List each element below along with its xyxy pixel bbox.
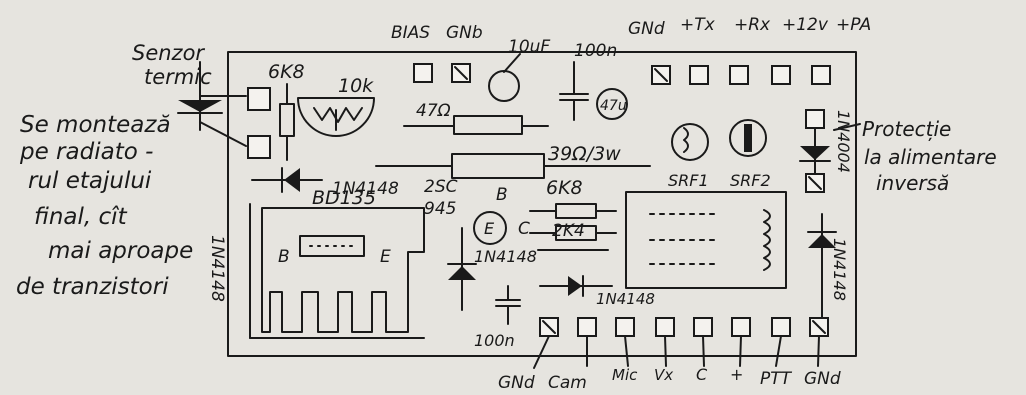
pot-10k-label: 10k [338, 75, 374, 97]
pad-label-gnd-top: GNd [628, 19, 665, 39]
mount-note-line-4: final, cît [34, 204, 128, 230]
pad-vx [655, 317, 675, 337]
cap-100n-top-label: 100n [574, 41, 617, 61]
protection-label: Protecție la alimentare inversă [862, 117, 997, 195]
mount-note-line-6: de tranzistori [16, 274, 169, 300]
relay-block [625, 191, 787, 289]
pad-mic [615, 317, 635, 337]
pad-cam [577, 317, 597, 337]
cap-100n-bottom-label: 100n [474, 331, 515, 350]
r-6k8-mid [555, 203, 597, 219]
bottom-pads [539, 317, 829, 337]
pad-pa [811, 65, 831, 85]
r-47-label: 47Ω [416, 101, 451, 121]
diode-mid2-symbol [568, 276, 582, 296]
pad-sensor-1 [247, 87, 271, 111]
pad-tx [689, 65, 709, 85]
srf2-label: SRF2 [730, 171, 771, 190]
r-39-label: 39Ω/3w [548, 143, 621, 165]
pad-label-gnb: GNb [446, 23, 483, 43]
protection-line-3: inversă [876, 171, 949, 195]
diode-left-label: 1N4148 [332, 179, 399, 199]
srf1-coil [671, 123, 709, 161]
cap-10uf-label: 10uF [508, 37, 550, 57]
pad-label-mic: Mic [612, 366, 638, 384]
pad-label-gnd-bottom-1: GNd [498, 373, 535, 393]
mount-note-line-2: pe radiato - [19, 139, 153, 165]
tr-2sc-label-1: 2SC [424, 177, 458, 197]
cap-10uf [488, 70, 520, 102]
diode-right-top-label: 1N4004 [834, 110, 853, 173]
diode-far-left-label: 1N4148 [207, 235, 227, 302]
pad-label-bias: BIAS [391, 23, 430, 43]
diode-left-symbol [284, 168, 300, 192]
r-47 [453, 115, 523, 135]
pad-label-plus: + [730, 365, 743, 384]
tr-c-label: C [518, 219, 530, 239]
pad-rx [729, 65, 749, 85]
pad-label-gnd-bottom-2: GNd [804, 369, 841, 389]
tr-b-label: B [496, 185, 508, 205]
pad-sensor-2 [247, 135, 271, 159]
bd135-label: BD135 [312, 187, 376, 209]
r-6k8-mid-label: 6K8 [546, 177, 583, 199]
cap-47u [596, 88, 628, 120]
pad-12v [771, 65, 791, 85]
pad-label-tx: +Tx [680, 15, 716, 35]
mount-note-line-5: mai aproape [48, 238, 193, 264]
srf1-label: SRF1 [668, 171, 709, 190]
tr-2sc-label-2: 945 [424, 199, 456, 219]
bd135-heatsink [249, 203, 425, 339]
diode-mid2-label: 1N4148 [596, 290, 655, 308]
pad-bias [413, 63, 433, 83]
r-6k8-left-label: 6K8 [268, 61, 305, 83]
diode-right-bottom-label: 1N4148 [830, 238, 849, 301]
pot-10k [297, 97, 375, 137]
r-39 [451, 153, 545, 179]
pad-label-cam: Cam [548, 373, 587, 393]
cap-47u-label: 47u [600, 98, 627, 114]
pad-label-pa: +PA [836, 15, 871, 35]
pad-label-ptt: PTT [760, 369, 793, 389]
r-6k8-left [279, 103, 295, 137]
pad-right-top [805, 109, 825, 129]
mount-note-line-1: Se montează [20, 112, 171, 138]
diode-right-bottom-symbol [808, 234, 836, 248]
pad-label-c: C [696, 365, 708, 384]
tr-2sc945 [473, 211, 507, 245]
diode-right-top-symbol [800, 146, 830, 160]
srf2-coil [729, 119, 767, 157]
protection-line-2: la alimentare [864, 145, 997, 169]
sensor-label-line-2: termic [144, 65, 212, 89]
bd135-b-label: B [278, 247, 290, 267]
pad-label-vx: Vx [654, 366, 673, 384]
tr-e-label: E [484, 219, 495, 238]
pcb-outline [227, 51, 857, 357]
pad-label-rx: +Rx [734, 15, 771, 35]
r-2k4-label: 2K4 [552, 221, 585, 241]
diode-mid-symbol [448, 266, 476, 280]
mount-note: Se montează pe radiato - rul etajului fi… [16, 112, 193, 300]
sensor-label-line-1: Senzor [132, 41, 205, 65]
bd135-e-label: E [380, 247, 391, 267]
pad-ptt [771, 317, 791, 337]
mount-note-line-3: rul etajului [28, 168, 152, 194]
sensor-diode [177, 61, 247, 147]
pad-label-12v: +12v [782, 15, 829, 35]
pad-plus [731, 317, 751, 337]
protection-line-1: Protecție [862, 117, 951, 141]
pad-c [693, 317, 713, 337]
bd135-body [299, 235, 365, 257]
diode-mid-label: 1N4148 [474, 247, 537, 266]
